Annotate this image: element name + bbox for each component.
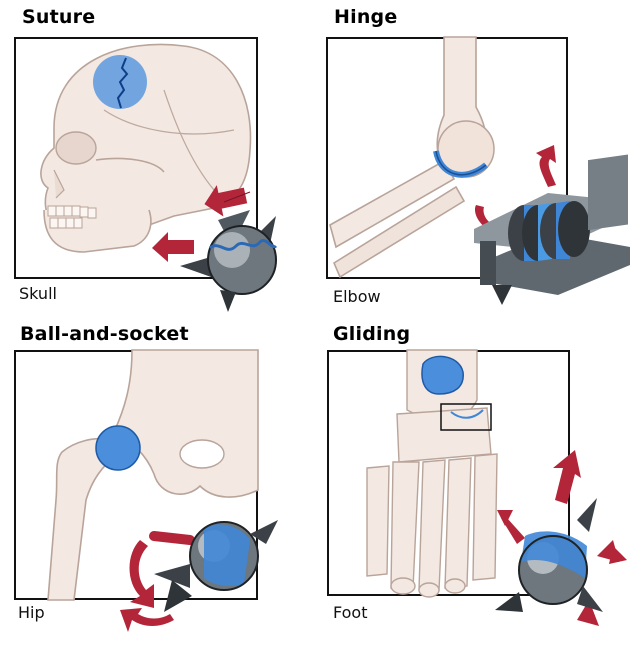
suture-mechanism-icon	[180, 210, 276, 312]
hip-illustration	[14, 350, 284, 645]
panel-caption: Skull	[19, 284, 57, 303]
gliding-mechanism-icon	[495, 498, 603, 612]
foot-illustration	[327, 350, 631, 645]
elbow-illustration	[326, 37, 631, 302]
panel-caption: Foot	[333, 603, 367, 622]
panel-caption: Hip	[18, 603, 45, 622]
skull-illustration	[14, 20, 304, 300]
panel-title: Ball-and-socket	[20, 323, 189, 345]
panel-title: Gliding	[333, 323, 410, 345]
panel-title: Hinge	[334, 6, 397, 28]
panel-caption: Elbow	[333, 287, 381, 306]
